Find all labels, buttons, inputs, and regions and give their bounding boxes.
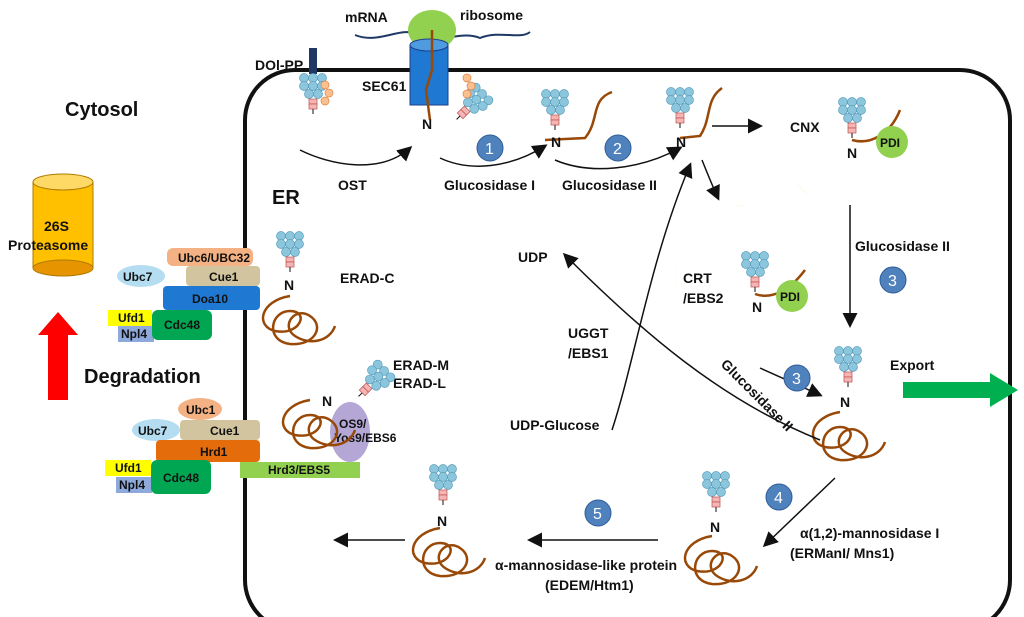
edem-label-1: α-mannosidase-like protein — [495, 557, 677, 573]
doa10-label: Doa10 — [192, 292, 228, 306]
erad-m-label: ERAD-M — [393, 357, 449, 373]
ubc1-block — [178, 398, 222, 420]
hrd3-block — [240, 462, 360, 478]
proteasome-label-2: Proteasome — [8, 237, 88, 253]
sec61-label: SEC61 — [362, 78, 407, 94]
os9-label-2: Yos9/EBS6 — [334, 431, 397, 445]
step-1-number: 1 — [485, 141, 494, 158]
dolpp-anchor — [309, 48, 317, 74]
uggt-label-2: /EBS1 — [568, 345, 609, 361]
hrd1-block — [156, 440, 260, 462]
erad-l-label: ERAD-L — [393, 375, 446, 391]
ufd1-top — [108, 310, 152, 326]
cdc48-bottom — [151, 460, 211, 494]
hrd3-label: Hrd3/EBS5 — [268, 463, 330, 477]
udp-label: UDP — [518, 249, 548, 265]
doa10-block — [163, 286, 260, 310]
n-label-folded: N — [840, 394, 850, 410]
pdi-crt — [776, 280, 808, 312]
step-3b-number: 3 — [792, 371, 801, 388]
ubc7-top-label: Ubc7 — [123, 270, 153, 284]
ufd1-bottom-label: Ufd1 — [115, 461, 142, 475]
crt-label-1: CRT — [683, 270, 712, 286]
mannosidase-label-1: α(1,2)-mannosidase I — [800, 525, 939, 541]
step-3a-circle — [879, 266, 907, 294]
n-label-crt: N — [752, 299, 762, 315]
step-4-circle — [765, 483, 793, 511]
degradation-label: Degradation — [84, 366, 201, 388]
n-label-erad-c: N — [284, 277, 294, 293]
npl4-bottom — [116, 477, 152, 493]
step-5-number: 5 — [593, 506, 602, 523]
ufd1-top-label: Ufd1 — [118, 311, 145, 325]
ubc6-block — [167, 248, 253, 266]
uggt-label-1: UGGT — [568, 325, 609, 341]
pdi-cnx-label: PDI — [880, 136, 900, 150]
dolpp-label: DOl-PP — [255, 57, 303, 73]
proteasome-label-1: 26S — [44, 218, 69, 234]
cytosol-label: Cytosol — [65, 99, 138, 121]
sec61-channel — [409, 44, 449, 106]
step-2-number: 2 — [613, 141, 622, 158]
step-5-circle — [584, 499, 612, 527]
n-label-5: N — [437, 513, 447, 529]
n-label-1: N — [422, 116, 432, 132]
n-label-erad-l: N — [322, 393, 332, 409]
ubc7-bottom-label: Ubc7 — [138, 424, 168, 438]
er-membrane — [243, 68, 1012, 617]
n-label-cnx: N — [847, 145, 857, 161]
npl4-top — [118, 326, 154, 342]
cdc48-top — [152, 310, 212, 340]
export-label: Export — [890, 357, 935, 373]
ribosome-label: ribosome — [460, 7, 523, 23]
step-2-circle — [604, 134, 632, 162]
ubc7-bottom — [132, 419, 180, 441]
ubc7-top — [117, 265, 165, 287]
glucosidase-2-diag-label: Glucosidase II — [718, 356, 796, 434]
glucosidase-2-label: Glucosidase II — [562, 177, 657, 193]
npl4-top-label: Npl4 — [121, 327, 147, 341]
n-label-3: N — [676, 134, 686, 150]
npl4-bottom-label: Npl4 — [119, 478, 145, 492]
cue1-bottom — [180, 420, 260, 440]
ubc6-label: Ubc6/UBC32 — [178, 251, 250, 265]
ufd1-bottom — [105, 460, 151, 476]
ost-label: OST — [338, 177, 367, 193]
mrna-label: mRNA — [345, 9, 388, 25]
udp-glucose-label: UDP-Glucose — [510, 417, 600, 433]
n-label-4: N — [710, 519, 720, 535]
er-label: ER — [272, 187, 300, 209]
mannosidase-label-2: (ERManI/ Mns1) — [790, 545, 894, 561]
edem-label-2: (EDEM/Htm1) — [545, 577, 634, 593]
pdi-crt-label: PDI — [780, 290, 800, 304]
cdc48-bottom-label: Cdc48 — [163, 471, 199, 485]
crt-label-2: /EBS2 — [683, 290, 724, 306]
step-1-circle — [476, 134, 504, 162]
glucosidase-2-right-label: Glucosidase II — [855, 238, 950, 254]
export-arrow — [903, 373, 1018, 407]
step-3a-number: 3 — [888, 273, 897, 290]
os9-block — [330, 402, 370, 462]
step-4-number: 4 — [774, 490, 783, 507]
cnx-label: CNX — [790, 119, 820, 135]
os9-label-1: OS9/ — [339, 417, 367, 431]
cdc48-top-label: Cdc48 — [164, 318, 200, 332]
cue1-top — [186, 266, 260, 286]
cue1-top-label: Cue1 — [209, 270, 239, 284]
ubc1-label: Ubc1 — [186, 403, 216, 417]
proteasome — [32, 173, 94, 277]
step-3b-circle — [783, 364, 811, 392]
n-label-2: N — [551, 134, 561, 150]
degradation-arrow — [38, 312, 78, 400]
cue1-bottom-label: Cue1 — [210, 424, 240, 438]
pdi-cnx — [876, 126, 908, 158]
erad-c-label: ERAD-C — [340, 270, 394, 286]
hrd1-label: Hrd1 — [200, 445, 228, 459]
glucosidase-1-label: Glucosidase I — [444, 177, 535, 193]
